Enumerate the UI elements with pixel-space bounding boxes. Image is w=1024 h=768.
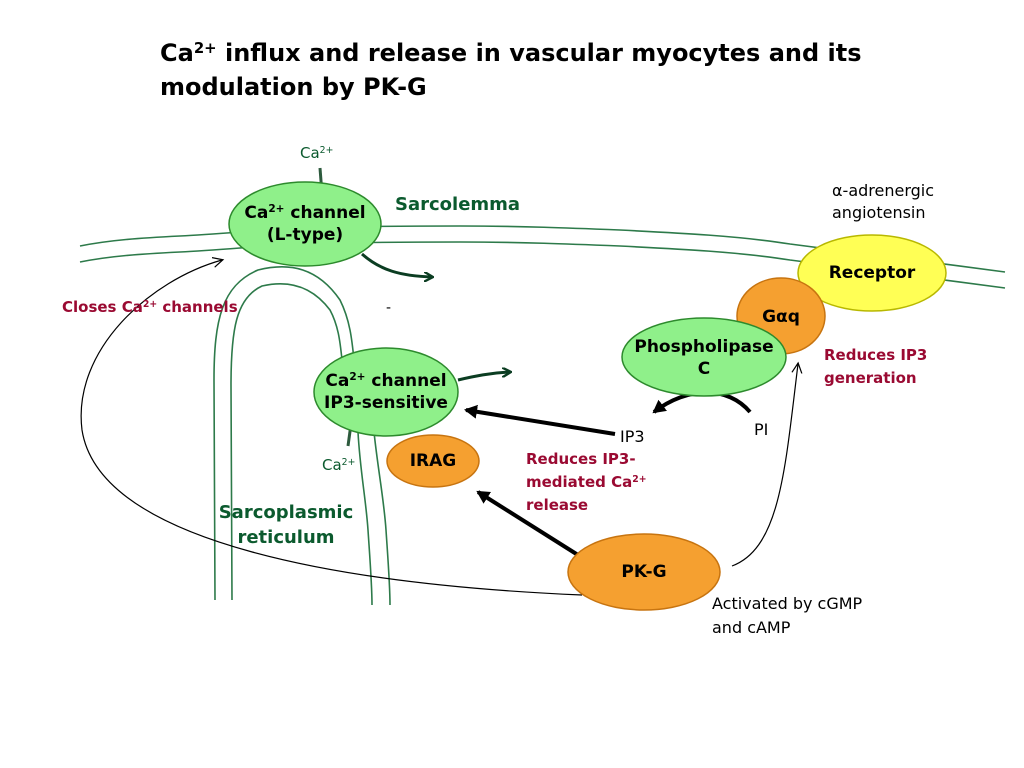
- closes-channels-label: Closes Ca2+ channels: [62, 298, 238, 316]
- plc-label: Phospholipase C: [634, 337, 774, 379]
- plc-shape: [621, 317, 787, 397]
- dash-mark: -: [386, 300, 392, 316]
- sr-membrane-outer: [213, 266, 355, 601]
- pkg-to-plc-arrow: [731, 364, 798, 567]
- reduces-ip3-release-label: Reduces IP3- mediated Ca2+ release: [526, 450, 647, 514]
- ip3-label: IP3: [620, 427, 645, 446]
- pi-label: PI: [754, 420, 769, 439]
- receptor-label: Receptor: [828, 263, 916, 283]
- sarcoplasmic-reticulum-label: Sarcoplasmic reticulum: [218, 502, 354, 548]
- irag-shape: [386, 434, 480, 488]
- ca-bottom-label: Ca2+: [322, 456, 356, 474]
- ip3-channel-shape: [313, 347, 459, 437]
- ligands-label: α-adrenergic angiotensin: [832, 181, 935, 222]
- page-title: Ca2+ influx and release in vascular myoc…: [160, 38, 862, 101]
- sr-membrane-right-b: [373, 431, 391, 606]
- ca-top-label: Ca2+: [300, 144, 334, 162]
- sarcolemma-membrane-upper: [79, 225, 1006, 273]
- activated-by-label: Activated by cGMP and cAMP: [712, 594, 863, 637]
- sr-membrane-inner: [230, 283, 343, 601]
- ip3-channel-label: Ca2+ channel IP3-sensitive: [324, 371, 448, 413]
- pkg-label: PK-G: [621, 562, 667, 582]
- ip3-channel-efflux-arrow: [457, 372, 510, 382]
- irag-label: IRAG: [409, 451, 457, 471]
- l-type-channel-label: Ca2+ channel (L-type): [244, 203, 366, 245]
- l-type-channel-shape: [228, 181, 382, 267]
- gaq-label: Gαq: [762, 307, 800, 327]
- pkg-shape: [567, 533, 721, 611]
- receptor-shape: [797, 234, 947, 312]
- sarcolemma-label: Sarcolemma: [395, 194, 521, 215]
- pkg-to-lchannel-arrow: [80, 260, 583, 596]
- ip3-to-channel-arrow: [464, 404, 616, 436]
- sr-membrane-right-a: [357, 431, 373, 606]
- reduces-ip3-generation-label: Reduces IP3 generation: [824, 346, 928, 387]
- l-type-efflux-arrow: [361, 252, 432, 277]
- pkg-to-irag-arrow: [476, 490, 580, 557]
